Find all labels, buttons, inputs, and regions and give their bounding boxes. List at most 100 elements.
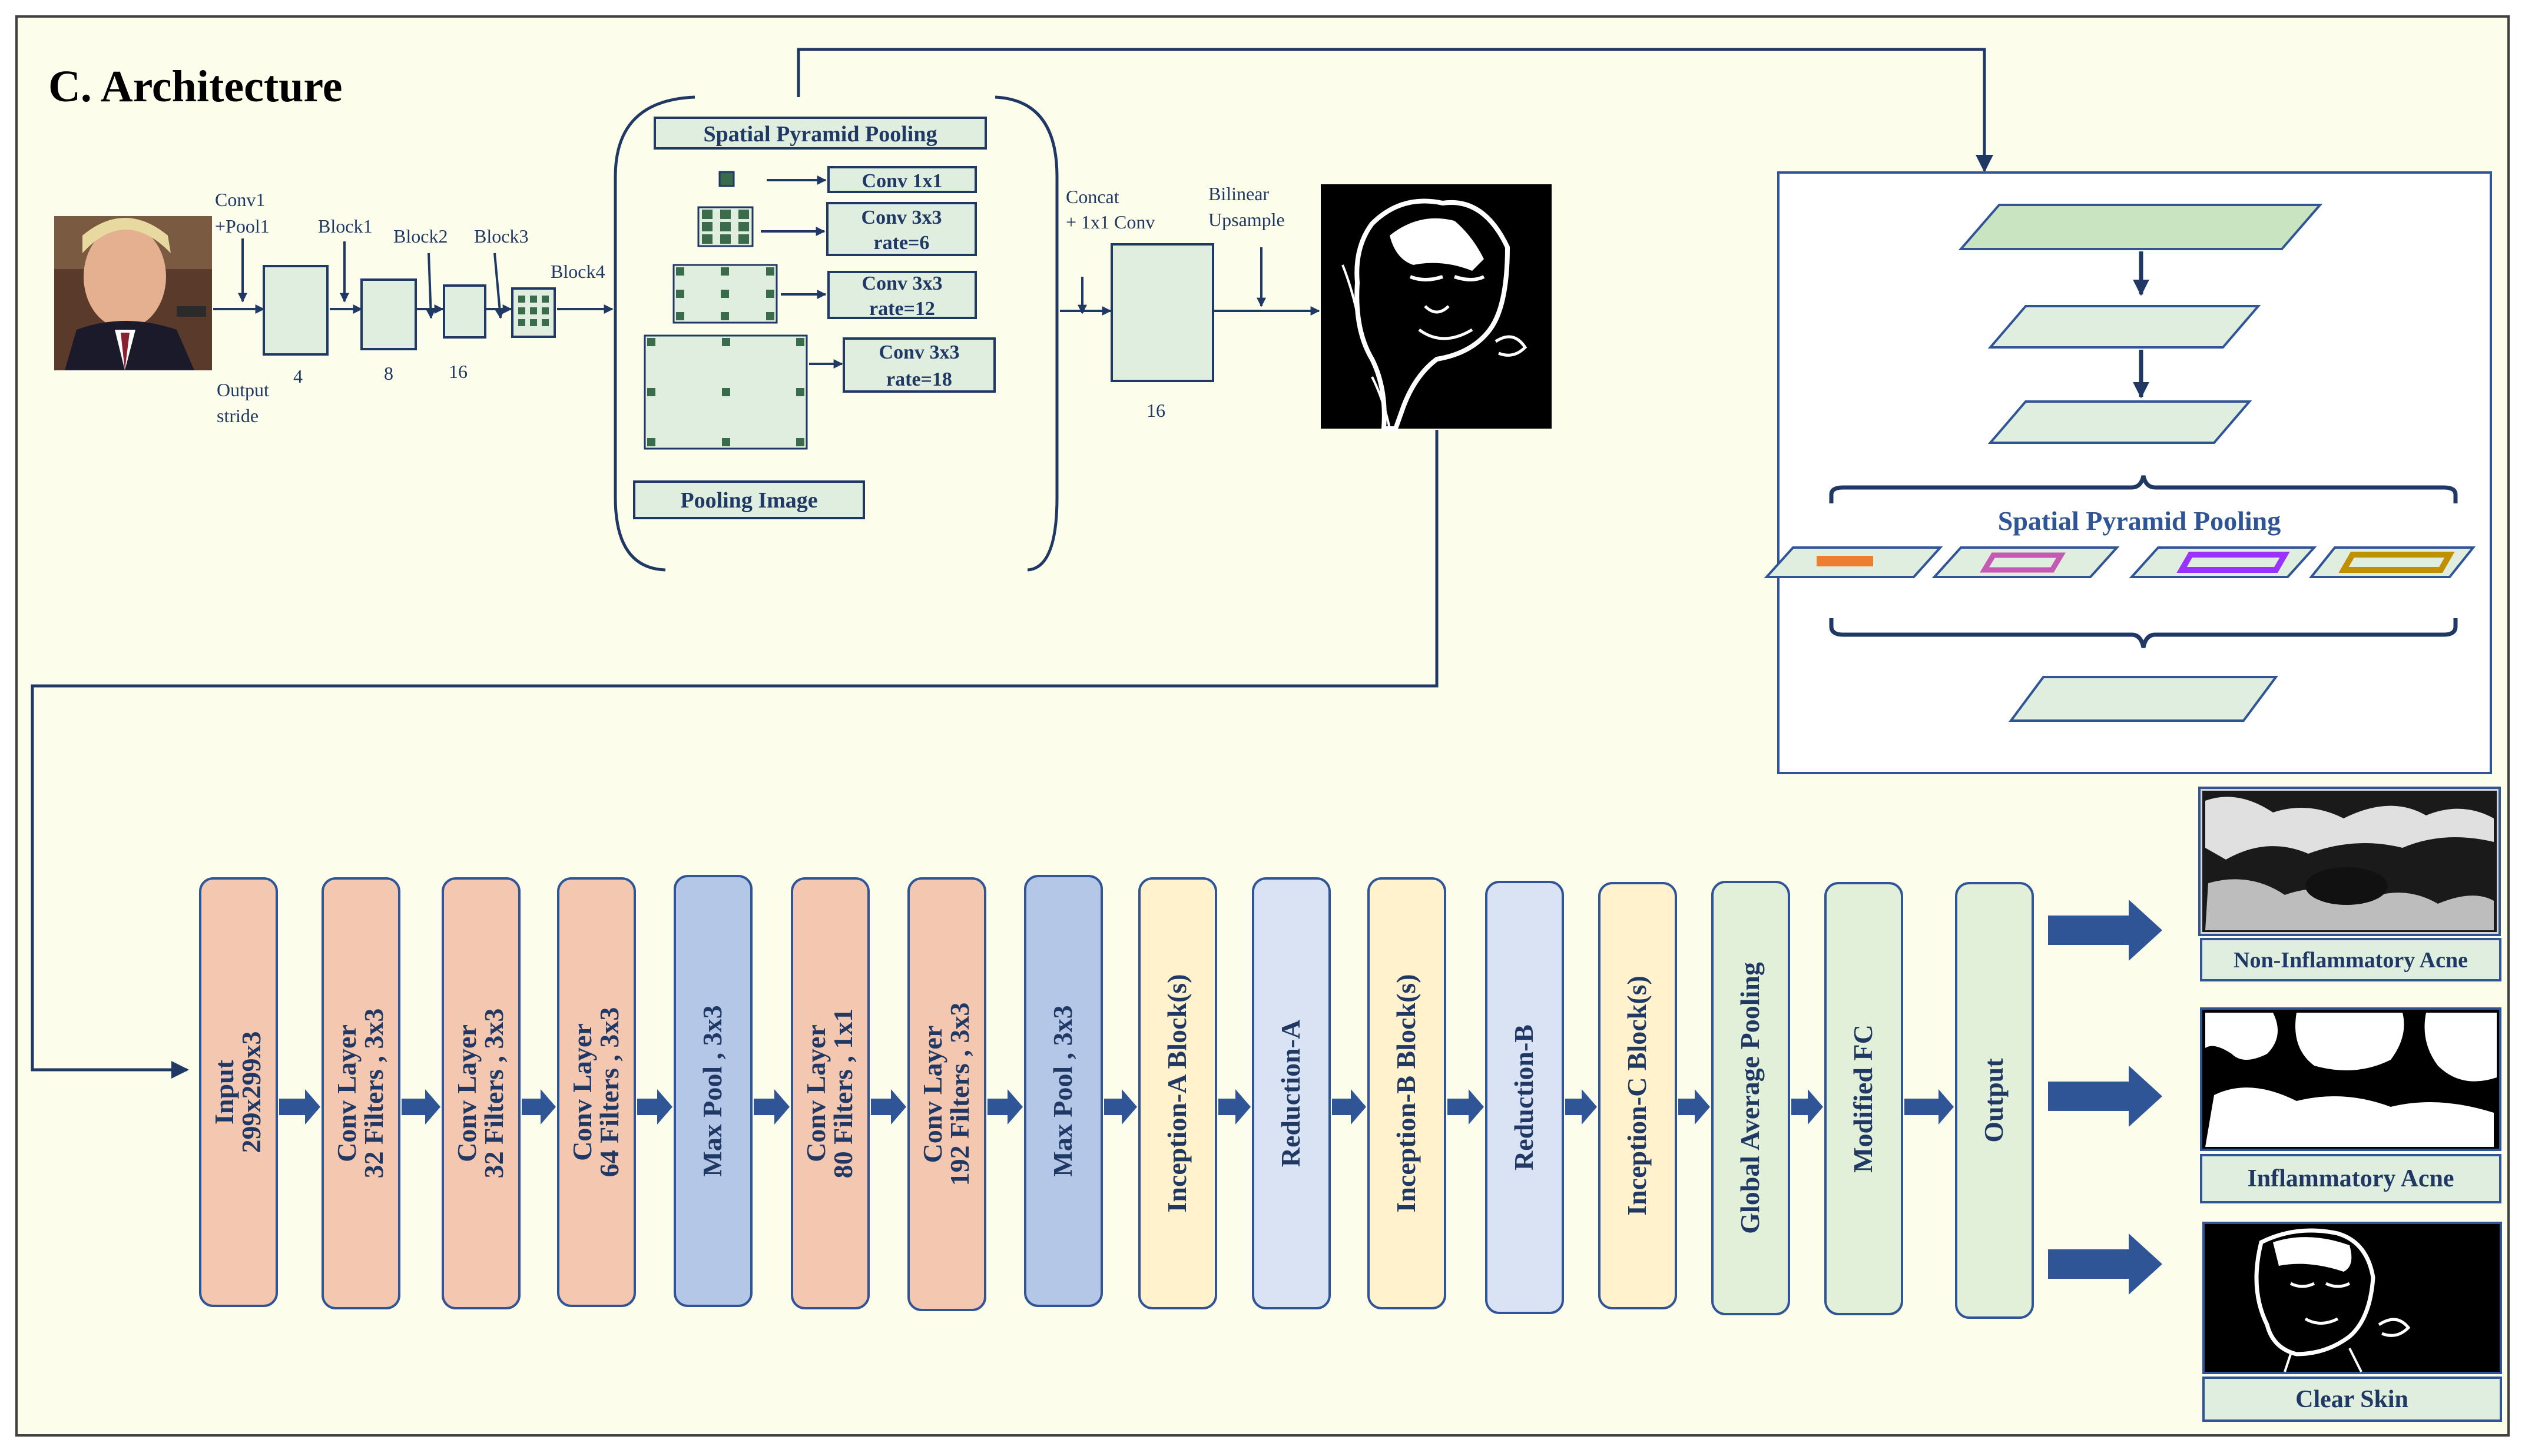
pipeline-layer-label: 80 Filters , 1x1 (828, 1009, 858, 1179)
concat-label: Concat (1066, 186, 1119, 207)
pipeline-layer-label: Conv Layer (332, 1024, 362, 1162)
concat-value: 16 (1146, 400, 1165, 421)
upsample-label: Bilinear (1208, 183, 1269, 204)
pipeline-layer-box (557, 877, 636, 1307)
pipeline-layer-box (1955, 882, 2034, 1319)
non-inflammatory-label: Non-Inflammatory Acne (2234, 948, 2468, 973)
pipeline-layer-box (1024, 875, 1103, 1307)
pipeline-layer-label: Inception-C Block(s) (1622, 976, 1652, 1216)
pipeline-layer-label: 64 Filters , 3x3 (594, 1007, 624, 1178)
conv-rate12-box (827, 271, 977, 319)
pipeline-arrow (1565, 1089, 1597, 1125)
pipeline-layer-label: Inception-A Block(s) (1162, 974, 1192, 1212)
conv1-label: Conv1 (215, 189, 265, 210)
pipeline-arrow (1447, 1089, 1484, 1125)
pipeline-layer-box (1485, 881, 1564, 1314)
block4-grid-icon (518, 296, 549, 326)
pipeline-layer-label: Inception-B Block(s) (1391, 974, 1421, 1212)
pipeline-layer-label: Conv Layer (801, 1024, 831, 1162)
pipeline-arrow (1218, 1089, 1251, 1125)
block3-label: Block3 (474, 225, 528, 247)
conv-1x1-box (827, 166, 977, 193)
pipeline-arrow (1904, 1089, 1954, 1125)
stride-8: 8 (384, 363, 393, 384)
pool1-label: +Pool1 (215, 215, 270, 237)
conv-1x1-label: Conv 1x1 (862, 170, 943, 192)
pipeline-layer-label: Global Average Pooling (1735, 962, 1765, 1234)
pipeline-layer-label: 299x299x3 (236, 1032, 266, 1153)
spp-output-map (2009, 676, 2278, 722)
spp-feature-map-1 (1958, 204, 2323, 250)
non-inflammatory-label-box (2200, 938, 2501, 981)
conv-rate6-rate: rate=6 (874, 232, 930, 254)
spp-title: Spatial Pyramid Pooling (704, 122, 937, 147)
pipeline-layer-label: Input (209, 1059, 239, 1125)
spp-left-bracket (614, 95, 695, 572)
input-face-photo (54, 216, 212, 370)
concat-block (1111, 243, 1214, 382)
pipeline-layer-label: Conv Layer (917, 1026, 947, 1163)
pipeline-layer-box (1824, 882, 1903, 1315)
inflammatory-label: Inflammatory Acne (2247, 1165, 2454, 1192)
spp-panel-label: Spatial Pyramid Pooling (1998, 506, 2281, 536)
block2-label: Block2 (393, 225, 448, 247)
pipeline-layer-box (1367, 877, 1446, 1309)
pipeline-layer-label: Max Pool , 3x3 (697, 1005, 727, 1176)
pipeline-arrow (988, 1089, 1023, 1125)
pipeline-layer-box (1711, 881, 1790, 1315)
pipeline-layer-label: Modified FC (1848, 1024, 1878, 1173)
kernel-1x1 (718, 171, 735, 187)
spp-top-brace (1829, 475, 2458, 503)
non-inflammatory-image (2198, 787, 2501, 936)
pipeline-arrow (871, 1089, 906, 1125)
output-stride-label: Output (217, 379, 269, 400)
stride-4: 4 (293, 366, 303, 387)
inflammatory-image (2200, 1007, 2501, 1151)
pipeline-arrow (1104, 1089, 1137, 1125)
page-title: C. Architecture (48, 62, 343, 111)
pipeline-layer-label: Reduction-B (1509, 1024, 1539, 1170)
kernel-rate18 (644, 334, 808, 450)
inflammatory-label-box (2200, 1154, 2501, 1203)
spp-feature-map-3 (1987, 400, 2252, 444)
pipeline-arrow (754, 1089, 790, 1125)
pipeline-layer-label: 192 Filters , 3x3 (945, 1003, 975, 1186)
spp-title-box (654, 117, 987, 150)
pipeline-layer-label: 32 Filters , 3x3 (479, 1009, 509, 1179)
block1 (360, 278, 417, 350)
conv-rate6-box (826, 202, 977, 256)
conv-rate18-box (843, 337, 996, 393)
spp-feature-map-2 (1987, 305, 2261, 349)
deeplab-section: Conv1 +Pool1 Block1 Block2 Block3 Block4… (31, 48, 1993, 1079)
clear-skin-label-box (2202, 1377, 2502, 1422)
output-arrow-1 (2048, 900, 2162, 961)
output-stride-label-2: stride (217, 405, 259, 426)
pipeline-arrow (402, 1089, 440, 1125)
pipeline-arrow (637, 1089, 672, 1125)
pipeline-layer-box (1252, 877, 1331, 1309)
pipeline-arrow (1791, 1089, 1823, 1125)
spp-panel: Spatial Pyramid Pooling (1764, 171, 2492, 774)
pipeline-arrow (1332, 1089, 1366, 1125)
conv-rate12-rate: rate=12 (869, 298, 935, 320)
pipeline-layer-box (199, 877, 278, 1307)
pipeline-layer-label: Max Pool , 3x3 (1048, 1005, 1078, 1176)
block1-label: Block1 (318, 215, 372, 237)
output-arrow-2 (2048, 1066, 2162, 1127)
segmentation-output-image (1321, 184, 1552, 431)
pipeline-layer-box (791, 877, 870, 1309)
conv-rate18-rate: rate=18 (886, 369, 952, 390)
kernel-rate12 (672, 264, 778, 324)
output-arrow-3 (2048, 1233, 2162, 1295)
conv-rate6-label: Conv 3x3 (861, 207, 942, 228)
kernel-rate6 (697, 206, 754, 247)
spp-bin-2 (1931, 546, 2120, 578)
stride-16: 16 (449, 361, 468, 382)
spp-bottom-brace (1829, 618, 2458, 648)
pipeline-layer-label: Conv Layer (452, 1024, 482, 1162)
pool1-block (263, 265, 329, 356)
pipeline-arrow (279, 1089, 320, 1125)
pipeline-layer-label: Output (1979, 1058, 2009, 1143)
